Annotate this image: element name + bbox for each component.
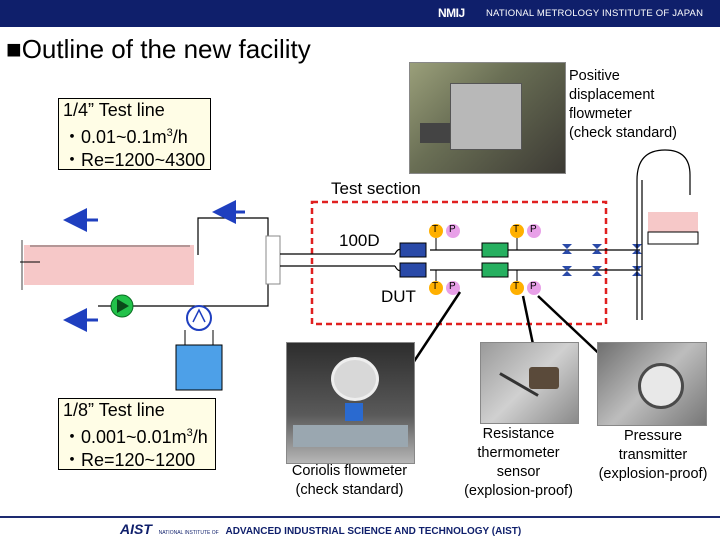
pump: [98, 295, 150, 317]
main-pipes: [280, 250, 640, 271]
quarter-inch-line-box: 1/4” Test line ・0.01~0.1m3/h ・Re=1200~43…: [58, 98, 211, 170]
footer-full-name: ADVANCED INDUSTRIAL SCIENCE AND TECHNOLO…: [225, 526, 521, 537]
pd-line3: flowmeter: [569, 105, 677, 124]
pd-flowmeter-body: [450, 83, 522, 150]
pressure-line3: (explosion-proof): [590, 465, 716, 484]
pressure-line1: Pressure: [590, 427, 716, 446]
heat-exchanger: [266, 236, 280, 284]
quarter-line-range: ・0.01~0.1m3/h: [63, 122, 206, 149]
sensor-p-4: P: [530, 281, 537, 292]
valves: [562, 244, 642, 276]
eighth-range-value: ・0.001~0.01m: [63, 427, 187, 447]
sensor-t-4: T: [513, 281, 519, 292]
quarter-line-name: 1/4” Test line: [63, 99, 206, 122]
rtd-line1: Resistance: [456, 425, 581, 444]
collection-tank: [648, 232, 698, 244]
sensor-p-2: P: [530, 224, 537, 235]
pd-line1: Positive: [569, 67, 677, 86]
dut-meters: [482, 243, 508, 277]
rtd-line4: (explosion-proof): [456, 482, 581, 501]
eighth-line-re: ・Re=120~1200: [63, 449, 211, 472]
pd-line4: (check standard): [569, 124, 677, 143]
pressure-photo: [597, 342, 707, 426]
sensor-markers: [429, 224, 541, 295]
pd-flowmeter-fitting: [420, 123, 450, 143]
coriolis-line2: (check standard): [286, 481, 413, 500]
rtd-line2: thermometer: [456, 444, 581, 463]
rtd-line3: sensor: [456, 463, 581, 482]
upstream-meters: [400, 243, 426, 277]
label-100d: 100D: [339, 231, 380, 251]
eighth-range-unit: /h: [193, 427, 208, 447]
sensor-t-1: T: [432, 224, 438, 235]
footer-divider: [0, 516, 720, 518]
footer-national: NATIONAL INSTITUTE OF: [159, 530, 219, 536]
coriolis-photo: [286, 342, 415, 464]
quarter-line-re: ・Re=1200~4300: [63, 149, 206, 172]
collection-tank-top: [648, 212, 698, 232]
coriolis-line1: Coriolis flowmeter: [286, 462, 413, 481]
pressure-line2: transmitter: [590, 446, 716, 465]
rtd-head: [529, 367, 559, 389]
coriolis-badge: [345, 403, 363, 421]
sensor-t-3: T: [432, 281, 438, 292]
pressure-caption: Pressure transmitter (explosion-proof): [590, 427, 716, 484]
quarter-range-unit: /h: [173, 127, 188, 147]
aist-logo: AIST: [120, 521, 152, 537]
pd-flowmeter-label: Positive displacement flowmeter (check s…: [569, 67, 677, 143]
sensor-p-3: P: [449, 281, 456, 292]
quarter-range-value: ・0.01~0.1m: [63, 127, 167, 147]
supply-tank: [22, 240, 194, 290]
lower-tank: [176, 306, 222, 390]
pd-flowmeter-photo: [409, 62, 566, 174]
sensor-p-1: P: [449, 224, 456, 235]
test-section-border: [312, 202, 606, 324]
test-section-label: Test section: [331, 179, 421, 199]
label-dut: DUT: [381, 287, 416, 307]
eighth-line-range: ・0.001~0.01m3/h: [63, 422, 211, 449]
coriolis-tube: [293, 425, 408, 447]
pd-line2: displacement: [569, 86, 677, 105]
pressure-display: [638, 363, 684, 409]
coriolis-display: [331, 357, 379, 401]
footer: AIST NATIONAL INSTITUTE OF ADVANCED INDU…: [120, 521, 720, 537]
sensor-t-2: T: [513, 224, 519, 235]
rtd-caption: Resistance thermometer sensor (explosion…: [456, 425, 581, 501]
eighth-line-name: 1/8” Test line: [63, 399, 211, 422]
eighth-inch-line-box: 1/8” Test line ・0.001~0.01m3/h ・Re=120~1…: [58, 398, 216, 470]
coriolis-caption: Coriolis flowmeter (check standard): [286, 462, 413, 500]
rtd-photo: [480, 342, 579, 424]
